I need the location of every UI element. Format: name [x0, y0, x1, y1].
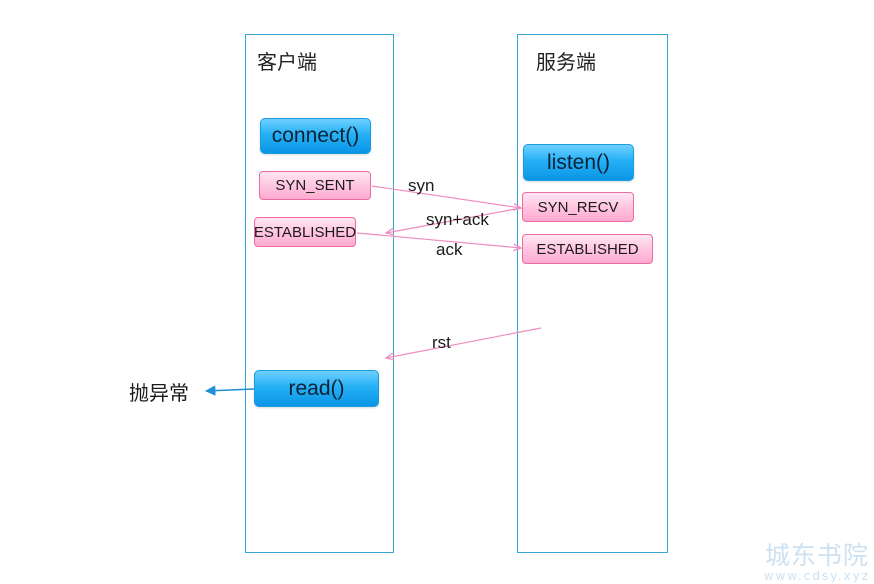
- client-state-established: ESTABLISHED: [254, 217, 356, 247]
- syn-ack-arrow: [386, 207, 522, 233]
- ack-arrow: [356, 232, 521, 248]
- listen-call: listen(): [523, 144, 634, 181]
- exception-label: 抛异常: [129, 381, 189, 405]
- server-lane: [517, 34, 668, 553]
- watermark-sub: www.cdsy.xyz: [763, 569, 870, 583]
- client-state-syn-sent: SYN_SENT: [259, 171, 371, 200]
- exception-arrow: [204, 385, 255, 396]
- syn-ack-label: syn+ack: [426, 210, 489, 229]
- rst-label: rst: [432, 333, 451, 352]
- client-lane-title: 客户端: [257, 50, 317, 74]
- ack-label: ack: [436, 240, 463, 259]
- syn-label: syn: [408, 176, 435, 195]
- syn-arrow: [371, 185, 521, 208]
- server-state-syn-recv: SYN_RECV: [522, 192, 634, 222]
- connect-call: connect(): [260, 118, 371, 154]
- watermark: 城东书院 www.cdsy.xyz: [763, 541, 870, 583]
- read-call: read(): [254, 370, 379, 407]
- watermark-main: 城东书院: [764, 541, 869, 570]
- server-lane-title: 服务端: [536, 50, 596, 74]
- server-state-established: ESTABLISHED: [522, 234, 653, 264]
- rst-arrow: [386, 327, 542, 358]
